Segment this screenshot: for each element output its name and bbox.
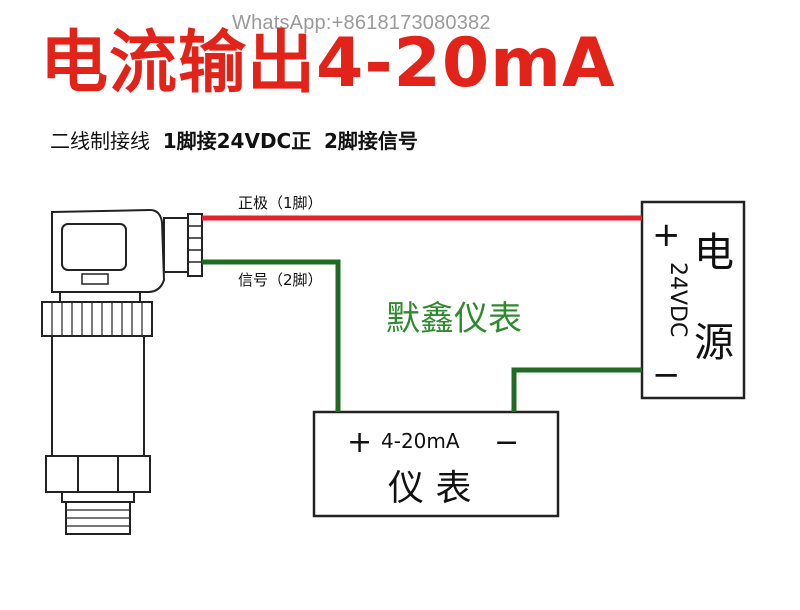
subtitle-lead: 二线制接线 [50, 129, 150, 153]
power-name-bottom: 源 [694, 320, 734, 366]
positive-wire-label: 正极（1脚） [238, 194, 323, 212]
brand-text: 默鑫仪表 [386, 299, 522, 339]
subtitle-pin1: 1脚接24VDC正 [162, 129, 312, 153]
signal-wire [202, 259, 341, 412]
meter-box [312, 410, 560, 518]
meter-plus-sign: + [347, 425, 372, 460]
return-wire [511, 367, 642, 412]
power-name-top: 电 [694, 230, 734, 276]
wiring-subtitle: 二线制接线 1脚接24VDC正 2脚接信号 [50, 131, 418, 151]
meter-name: 仪 表 [388, 468, 471, 509]
power-supply-box [640, 200, 746, 400]
meter-range-label: 4-20mA [381, 429, 460, 453]
signal-wire-label: 信号（2脚） [238, 271, 323, 289]
pressure-transmitter-icon [41, 208, 203, 535]
power-minus-sign: − [652, 355, 681, 395]
power-voltage-label: 24VDC [665, 262, 690, 337]
watermark-text: WhatsApp:+8618173080382 [232, 12, 491, 34]
power-plus-sign: + [652, 215, 681, 255]
page-title: 电流输出4-20mA [40, 24, 616, 103]
subtitle-pin2: 2脚接信号 [323, 129, 418, 153]
meter-minus-sign: − [494, 425, 519, 460]
